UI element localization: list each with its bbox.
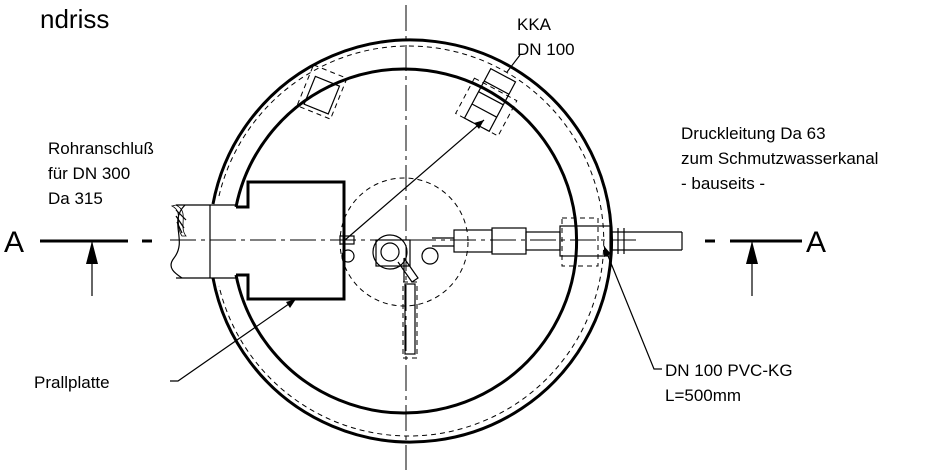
kka-leader-arrow: [474, 120, 484, 129]
dn100-leader-arrow: [604, 246, 611, 257]
hatch-3: [176, 221, 183, 234]
pressure-target-label: zum Schmutzwasserkanal: [681, 149, 878, 168]
kka-dn-label: DN 100: [517, 40, 575, 59]
pressure-line-label: Druckleitung Da 63: [681, 124, 826, 143]
pipe-dn-label: für DN 300: [48, 164, 130, 183]
dn100-length-label: L=500mm: [665, 386, 741, 405]
shaft-outer-wall: [211, 38, 613, 444]
pressure-pipe: [432, 217, 683, 267]
baffle-leader-arrow: [286, 299, 296, 308]
shaft-inner-wall: [234, 67, 579, 415]
kka-pipe: [454, 67, 518, 137]
dn100-label: DN 100 PVC-KG: [665, 361, 793, 380]
hatch-1: [175, 209, 187, 221]
section-label-left: A: [4, 226, 24, 259]
kka-label-leader: [506, 54, 521, 73]
section-label-right: A: [806, 226, 826, 259]
dn100-leader: [603, 245, 662, 370]
section-arrow-right-head: [746, 241, 758, 264]
pipe-da-label: Da 315: [48, 189, 103, 208]
pipe-connection-label: Rohranschluß: [48, 139, 154, 158]
pump-assembly: [339, 234, 439, 359]
baffle-leader: [170, 298, 297, 382]
pressure-note-label: - bauseits -: [681, 174, 765, 193]
shaft-outer-dashed: [218, 45, 605, 437]
upper-left-opening: [296, 64, 348, 120]
section-arrow-left-head: [86, 241, 98, 264]
kka-label: KKA: [517, 15, 552, 34]
baffle-plate: [236, 180, 346, 301]
baffle-label: Prallplatte: [34, 373, 110, 392]
drawing-title: ndriss: [40, 4, 109, 34]
hatch-2: [175, 215, 185, 229]
kka-leader-line: [344, 119, 485, 241]
